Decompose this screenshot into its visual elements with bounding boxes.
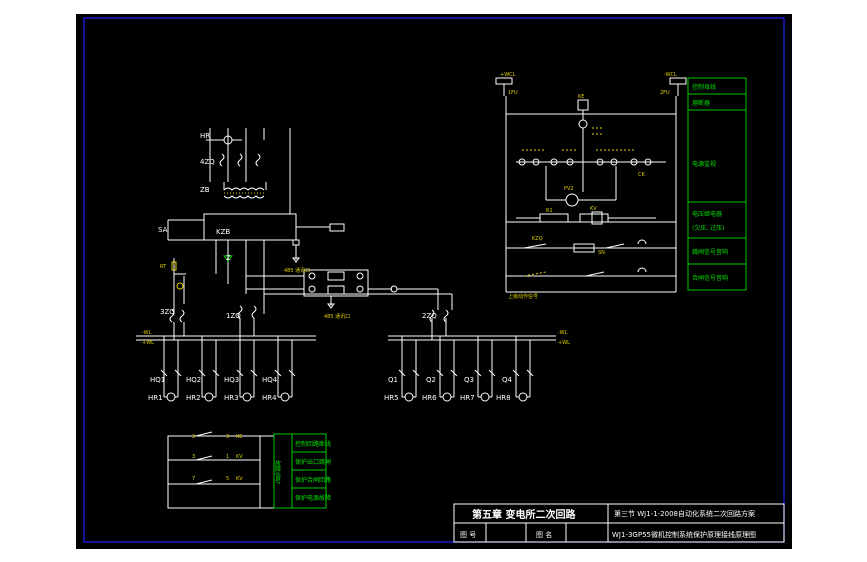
1zq-label: 1ZQ bbox=[226, 312, 241, 320]
q2-label: Q2 bbox=[426, 376, 436, 384]
legend-item-4: 电压继电器 bbox=[692, 210, 722, 218]
legend-item-5: (欠压, 过压) bbox=[692, 224, 725, 232]
legend-item-6: 跳闸信号音响 bbox=[692, 248, 728, 256]
sa-label: SA bbox=[158, 226, 168, 234]
r1-label: R1 bbox=[546, 208, 553, 214]
legend-right-box bbox=[687, 77, 747, 291]
bus-left-label-2: +WL bbox=[142, 340, 154, 346]
hr8-label: HR8 bbox=[496, 394, 511, 402]
fault-item-3: 保护合闸回路 bbox=[295, 476, 331, 484]
pv-label: PV2 bbox=[564, 186, 574, 192]
kzq-label: KZQ bbox=[532, 236, 543, 242]
kzb-label: KZB bbox=[216, 228, 230, 236]
comm-port-2: 485 通讯口 bbox=[324, 313, 350, 320]
ke-label: KE bbox=[578, 94, 584, 100]
legend-item-1: 控制母线 bbox=[692, 83, 716, 91]
relay-row-3-left: 7 bbox=[192, 476, 195, 482]
drawing-name: WJ1-3GP55微机控制系统保护原理接线原理图 bbox=[612, 530, 756, 539]
section-title: 第三节 WJ1-1-2008自动化系统二次回路方案 bbox=[614, 509, 755, 518]
hr1-label: HR1 bbox=[148, 394, 163, 402]
relay-row-1-mid: 3 bbox=[226, 434, 229, 440]
drawing-name-label: 图 名 bbox=[536, 530, 552, 539]
rt-branch bbox=[169, 258, 186, 323]
2zq-fuse bbox=[429, 309, 435, 323]
drawing-canvas: HR 4ZQ ZB KZB SA Z 3ZQ 1ZQ 2ZQ RT 485 通讯… bbox=[76, 14, 792, 549]
hq1-label: HQ1 bbox=[150, 376, 165, 384]
q4-label: Q4 bbox=[502, 376, 513, 384]
fault-item-2: 保护出口跳闸 bbox=[295, 458, 331, 466]
right-feeders bbox=[398, 336, 534, 402]
sn-label: SN bbox=[598, 250, 605, 256]
transformer-section bbox=[206, 128, 291, 214]
bus-right-label-1: -WL bbox=[558, 330, 568, 336]
hq2-label: HQ2 bbox=[186, 376, 201, 384]
kzb-controller bbox=[167, 213, 345, 314]
2zq-label: 2ZQ bbox=[422, 312, 437, 320]
fu1-label: 1FU bbox=[508, 90, 518, 96]
relay-row-3-mid: 5 bbox=[226, 476, 229, 482]
relay-contacts bbox=[167, 431, 275, 509]
hr4-label: HR4 bbox=[262, 394, 277, 402]
drawing-border bbox=[83, 17, 785, 543]
3zq-label: 3ZQ bbox=[160, 308, 175, 316]
relay-row-3-right: KV bbox=[236, 476, 243, 482]
hr5-label: HR5 bbox=[384, 394, 399, 402]
relay-row-1-left: 3 bbox=[192, 434, 195, 440]
drawing-no-label: 图 号 bbox=[460, 531, 476, 539]
fu2-label: 2FU bbox=[660, 90, 670, 96]
rt-label: RT bbox=[160, 264, 167, 270]
fault-item-1: 控制回路断线 bbox=[295, 440, 331, 448]
bus-right-label-2: +WL bbox=[558, 340, 570, 346]
legend-item-7: 合闸信号音响 bbox=[692, 274, 728, 282]
relay-row-1-right: KE bbox=[236, 434, 242, 440]
4zq-label: 4ZQ bbox=[200, 158, 215, 166]
comm-port-1: 485 通讯口 bbox=[284, 267, 310, 274]
relay-row-2-left: 3 bbox=[192, 454, 195, 460]
hr-top-label: HR bbox=[200, 132, 210, 140]
wcl-minus-label: -WCL bbox=[664, 72, 677, 78]
kv-label: KV bbox=[590, 206, 597, 212]
schematic-drawing: HR 4ZQ ZB KZB SA Z 3ZQ 1ZQ 2ZQ RT 485 通讯… bbox=[83, 17, 785, 543]
q1-label: Q1 bbox=[388, 376, 398, 384]
fault-signal-vertical: 故障信号 bbox=[274, 459, 281, 485]
q3-label: Q3 bbox=[464, 376, 474, 384]
relay-row-2-right: KV bbox=[236, 454, 243, 460]
hq4-label: HQ4 bbox=[262, 376, 278, 384]
zb-label: ZB bbox=[200, 186, 210, 194]
hq3-label: HQ3 bbox=[224, 376, 239, 384]
hr6-label: HR6 bbox=[422, 394, 437, 402]
relay-row-2-mid: 1 bbox=[226, 454, 229, 460]
legend-item-2: 熔断器 bbox=[692, 99, 710, 107]
z-label: Z bbox=[226, 254, 231, 262]
legend-item-3: 电源监视 bbox=[692, 160, 716, 168]
ck-label: CK bbox=[638, 172, 645, 178]
1zq-fuse bbox=[237, 305, 243, 319]
hr7-label: HR7 bbox=[460, 394, 475, 402]
bus-left-label-1: -WL bbox=[142, 330, 152, 336]
hr3-label: HR3 bbox=[224, 394, 239, 402]
upper-note: 上级动作信号 bbox=[508, 293, 538, 300]
chapter-title: 第五章 变电所二次回路 bbox=[472, 508, 576, 521]
fault-item-4: 保护电源故障 bbox=[295, 494, 331, 502]
comm-module bbox=[246, 269, 453, 310]
wcl-plus-label: +WCL bbox=[500, 72, 516, 78]
hr2-label: HR2 bbox=[186, 394, 201, 402]
dc-control-circuit bbox=[495, 77, 687, 293]
left-feeders bbox=[160, 336, 296, 402]
